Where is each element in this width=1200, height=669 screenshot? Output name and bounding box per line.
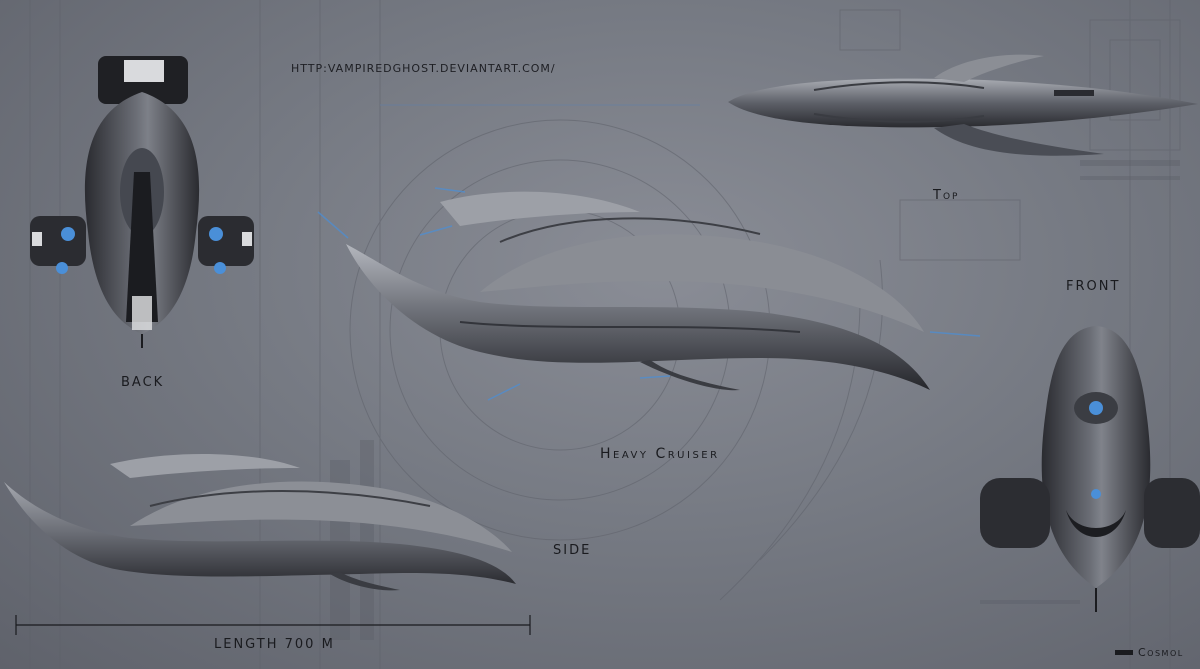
credit-mark-icon xyxy=(1115,650,1133,655)
ship-side-view xyxy=(4,453,516,591)
ship-perspective-view xyxy=(346,191,930,391)
side-view-label: SIDE xyxy=(553,543,592,558)
top-view-label: Top xyxy=(933,188,960,203)
artist-credit-text: Cosmol xyxy=(1138,646,1184,659)
front-view-label: FRONT xyxy=(1066,279,1121,294)
ship-class-title: Heavy Cruiser xyxy=(600,446,720,462)
length-scale-bar xyxy=(15,615,531,635)
length-measurement-label: LENGTH 700 M xyxy=(214,637,335,652)
ship-back-view xyxy=(30,56,254,348)
ship-front-view xyxy=(980,326,1200,612)
back-view-label: BACK xyxy=(121,375,165,390)
ship-top-view xyxy=(728,54,1198,156)
deviantart-url-text: HTTP:VAMPIREDGHOST.DEVIANTART.COM/ xyxy=(291,62,556,75)
